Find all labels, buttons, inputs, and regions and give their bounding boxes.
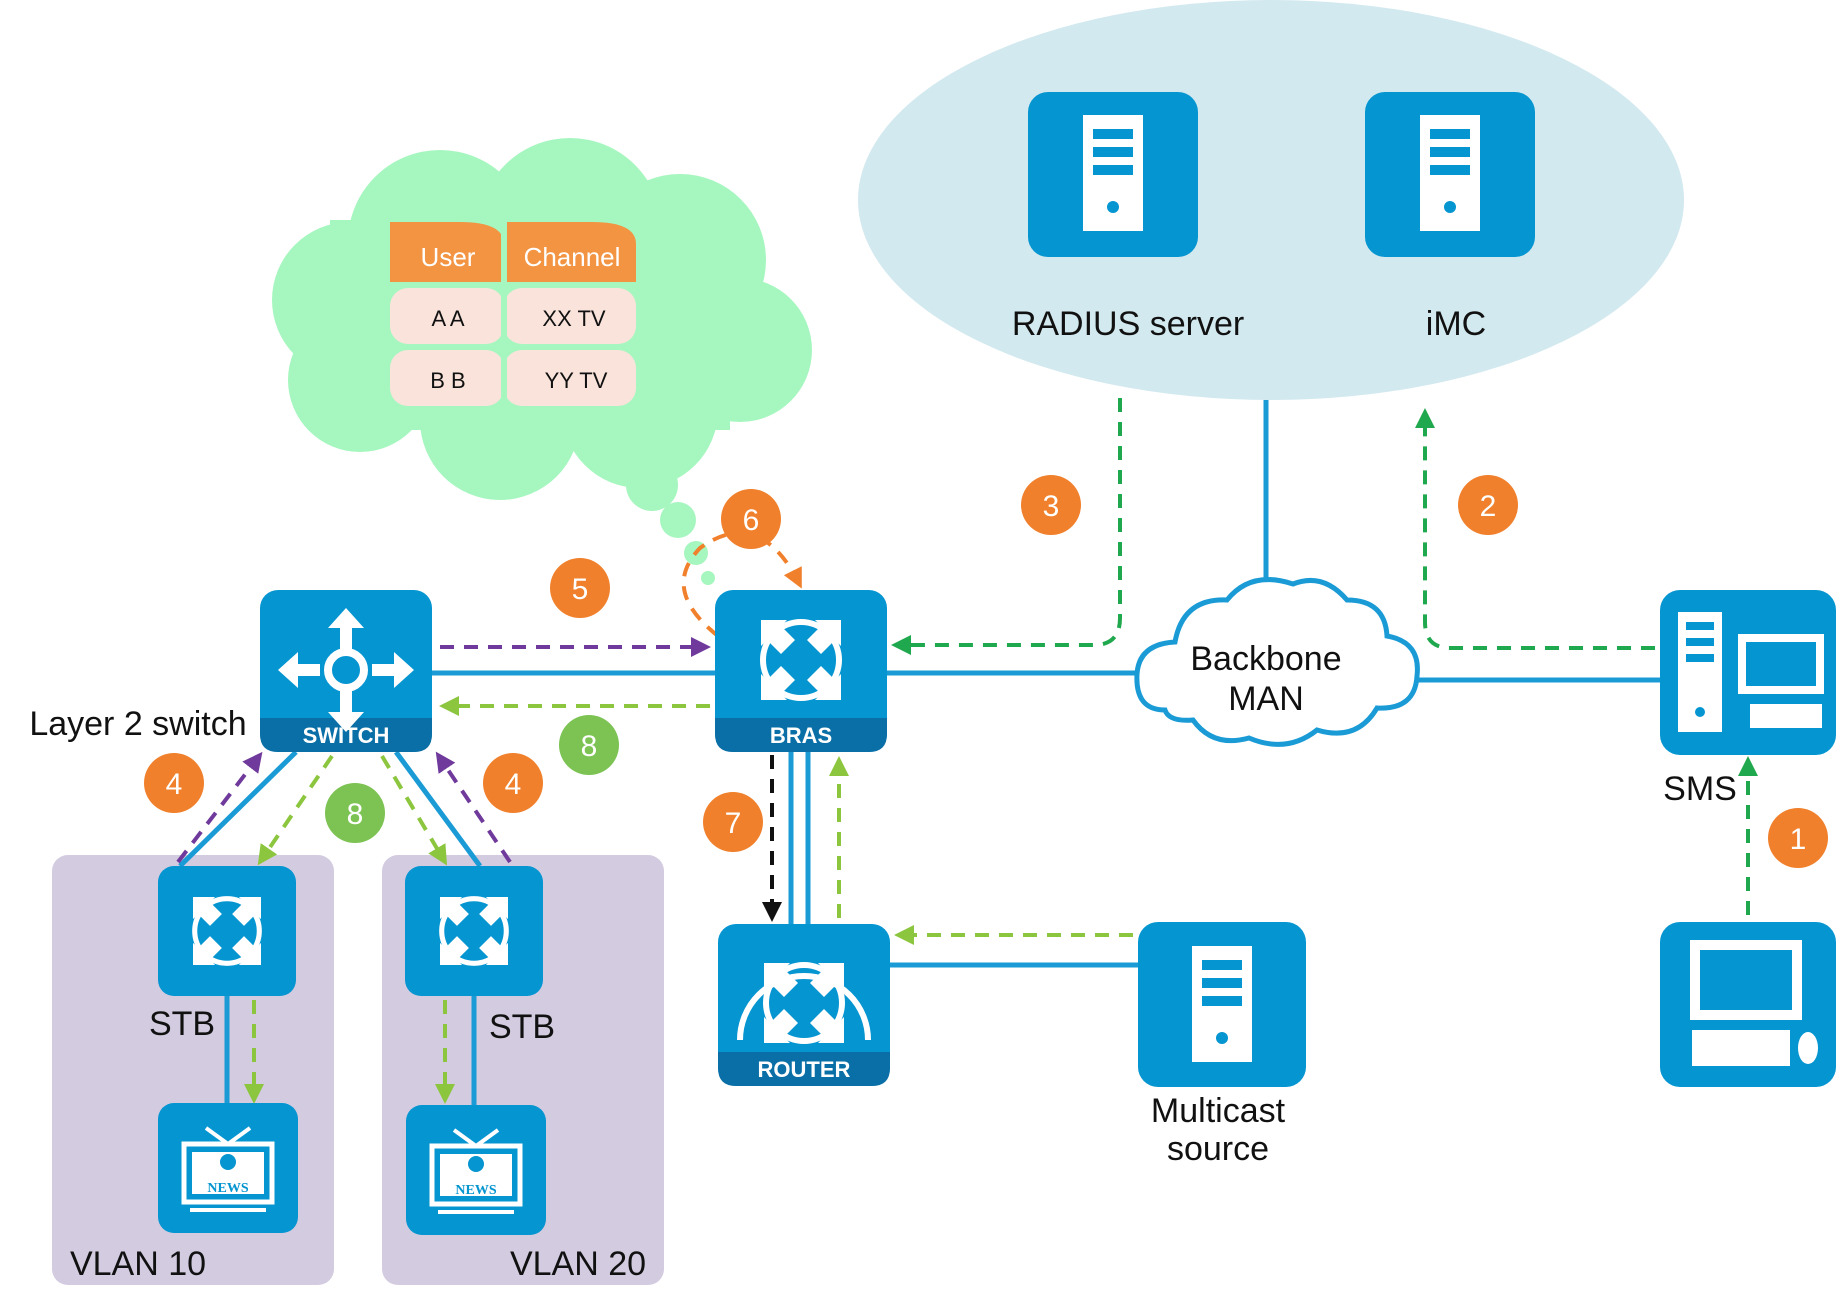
svg-text:8: 8 <box>347 798 364 831</box>
svg-text:5: 5 <box>572 573 589 606</box>
svg-text:6: 6 <box>743 504 760 537</box>
table-header-channel: Channel <box>524 242 621 272</box>
step-badge-8-top: 8 <box>559 715 619 775</box>
imc-server-icon[interactable] <box>1365 92 1535 257</box>
stb-left-icon[interactable] <box>158 866 296 996</box>
flow-arrows <box>176 398 1758 1104</box>
server-cloud <box>858 0 1684 400</box>
backbone-label-2: MAN <box>1228 680 1304 718</box>
step-badge-5: 5 <box>550 558 610 618</box>
step-badge-3: 3 <box>1021 475 1081 535</box>
step-badge-6: 6 <box>721 489 781 549</box>
table-cell-channel-1: XX TV <box>542 306 606 331</box>
radius-server-icon[interactable] <box>1028 92 1198 257</box>
router-caption: ROUTER <box>758 1057 851 1082</box>
table-header-user: User <box>421 242 476 272</box>
step-badge-8-bottom: 8 <box>325 783 385 843</box>
svg-text:3: 3 <box>1043 490 1060 523</box>
radius-label: RADIUS server <box>1012 305 1244 343</box>
tv-right-news: NEWS <box>455 1183 496 1198</box>
table-cell-channel-2: YY TV <box>545 368 608 393</box>
step-badge-7: 7 <box>703 792 763 852</box>
client-computer-icon[interactable] <box>1660 922 1836 1087</box>
svg-text:8: 8 <box>581 730 598 763</box>
stb-right-icon[interactable] <box>405 866 543 996</box>
table-cell-user-1: A A <box>431 306 464 331</box>
tv-left-news: NEWS <box>207 1181 248 1196</box>
svg-text:4: 4 <box>505 768 522 801</box>
user-channel-table: User Channel A A XX TV B B YY TV <box>390 222 636 406</box>
backbone-label-1: Backbone <box>1190 640 1341 678</box>
svg-text:4: 4 <box>166 768 183 801</box>
step-badge-4-right: 4 <box>483 753 543 813</box>
svg-text:7: 7 <box>725 807 742 840</box>
vlan20-label: VLAN 20 <box>510 1245 646 1283</box>
step-badge-2: 2 <box>1458 475 1518 535</box>
svg-text:2: 2 <box>1480 490 1497 523</box>
router-icon[interactable] <box>718 924 890 1086</box>
sms-computer-icon[interactable] <box>1660 590 1836 755</box>
imc-label: iMC <box>1426 305 1486 343</box>
sms-label: SMS <box>1663 770 1737 808</box>
stb-right-label: STB <box>489 1008 555 1046</box>
backbone-cloud <box>1134 577 1420 747</box>
bras-caption: BRAS <box>770 723 832 748</box>
layer2-label: Layer 2 switch <box>29 705 246 743</box>
tv-left-icon[interactable] <box>158 1103 298 1233</box>
stb-left-label: STB <box>149 1005 215 1043</box>
bras-icon[interactable] <box>715 590 887 752</box>
multicast-source-icon[interactable] <box>1138 922 1306 1087</box>
switch-caption: SWITCH <box>303 723 390 748</box>
step-badge-4-left: 4 <box>144 753 204 813</box>
multicast-label-2: source <box>1167 1130 1269 1168</box>
layer2-switch-icon[interactable] <box>260 590 432 752</box>
step-badge-1: 1 <box>1768 808 1828 868</box>
table-cell-user-2: B B <box>430 368 465 393</box>
links <box>178 400 1660 1105</box>
svg-text:1: 1 <box>1790 823 1807 856</box>
vlan10-label: VLAN 10 <box>70 1245 206 1283</box>
tv-right-icon[interactable] <box>406 1105 546 1235</box>
multicast-label-1: Multicast <box>1151 1092 1286 1130</box>
